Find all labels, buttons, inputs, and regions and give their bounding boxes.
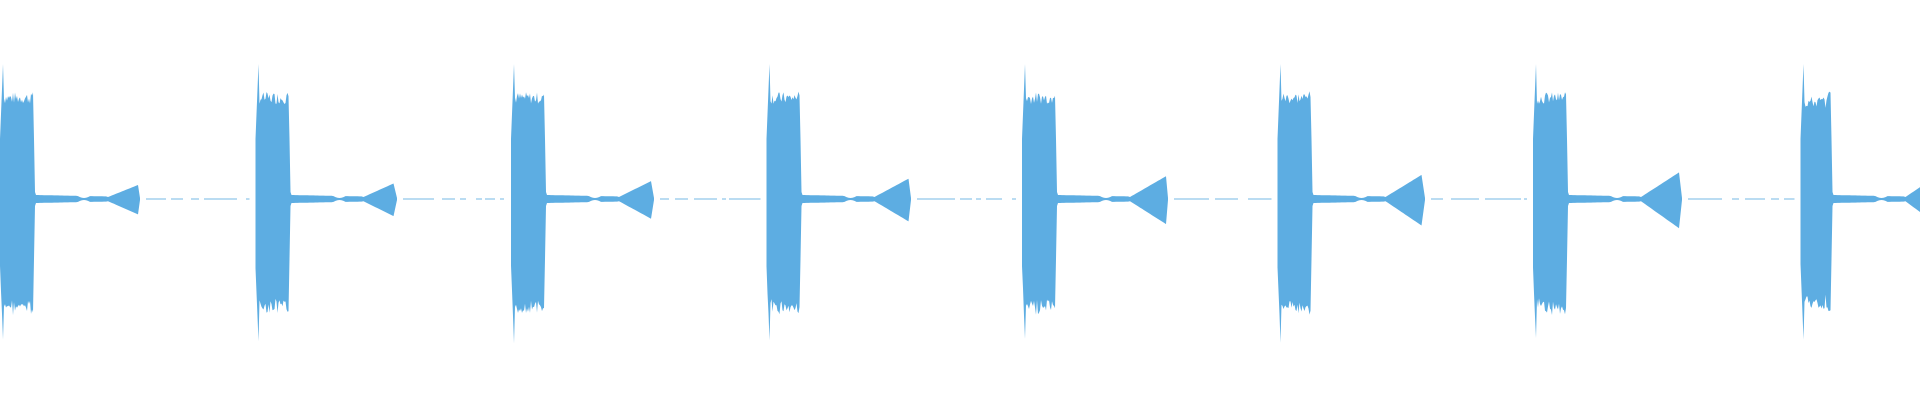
waveform-burst — [1022, 64, 1168, 339]
waveform-burst — [511, 64, 654, 344]
waveform-burst — [0, 64, 140, 340]
waveform-burst — [1800, 64, 1920, 340]
waveform-event — [1277, 64, 1425, 343]
waveform-event — [766, 64, 911, 341]
waveform-burst — [1277, 64, 1425, 343]
waveform-burst — [1533, 64, 1682, 338]
waveform-event — [511, 64, 654, 344]
waveform-event — [1800, 64, 1920, 340]
waveform-burst — [255, 64, 397, 342]
waveform-event — [255, 64, 397, 342]
waveform-burst — [766, 64, 911, 341]
waveform-event — [1022, 64, 1168, 339]
waveform-event — [1533, 64, 1682, 338]
waveform-event — [0, 64, 140, 340]
